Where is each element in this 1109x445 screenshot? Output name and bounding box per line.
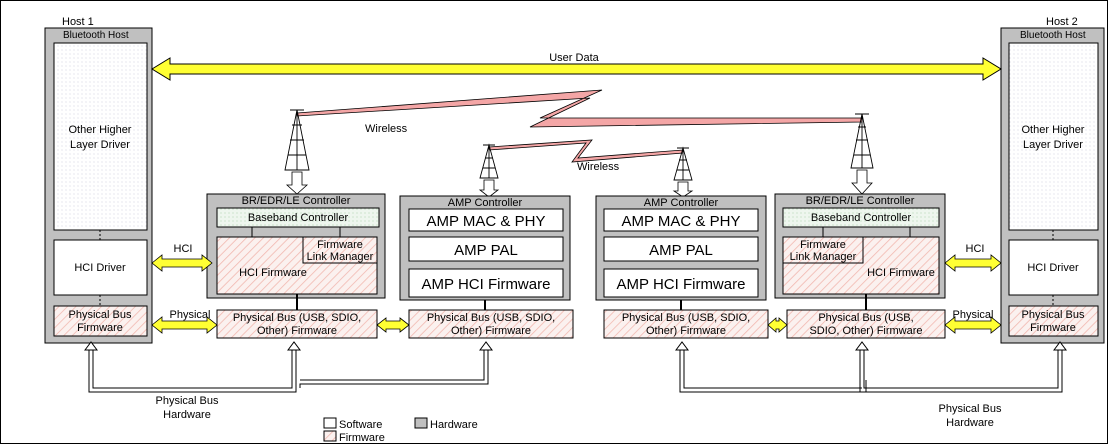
amp-right-hci-fw — [603, 268, 759, 298]
amp-right-bus-line1: Physical Bus (USB, SDIO, — [622, 312, 750, 324]
host2-driver-line2: Layer Driver — [1023, 139, 1083, 151]
host2-higher-layer-driver — [1008, 42, 1099, 231]
wireless-bolt-mid — [488, 139, 684, 163]
host1-hci-driver — [53, 239, 148, 296]
amp-right-bus-line2: Other) Firmware — [646, 325, 726, 337]
hci-left-label: HCI — [174, 243, 193, 255]
amp-right-pal-label: AMP PAL — [649, 242, 713, 259]
amp-right-pal — [603, 236, 759, 262]
bus-link-arrow — [767, 317, 788, 333]
amp-right-hci-fw-label: AMP HCI Firmware — [617, 276, 746, 293]
amp-right-title: AMP Controller — [644, 197, 719, 209]
bus-hw-right-line2: Hardware — [946, 417, 994, 429]
host2-title: Host 2 — [1046, 16, 1078, 28]
amp-left-bus-line1: Physical Bus (USB, SDIO, — [427, 312, 555, 324]
host1-bus-fw-line2: Firmware — [77, 322, 123, 334]
antenna-icon — [672, 146, 694, 198]
physical-left-arrow: Physical — [151, 309, 218, 334]
bredr-right-link-manager — [782, 236, 864, 264]
amp-left-pal — [408, 236, 564, 262]
bredr-left-bus-line1: Physical Bus (USB, SDIO, — [233, 312, 361, 324]
bredr-left-baseband-label: Baseband Controller — [248, 212, 349, 224]
host1-driver-line1: Other Higher — [69, 124, 132, 136]
bredr-left-hci-fw-label: HCI Firmware — [239, 267, 307, 279]
host2-bus-fw-line2: Firmware — [1030, 322, 1076, 334]
bredr-right-baseband-label: Baseband Controller — [811, 212, 912, 224]
bus-link-arrow — [376, 317, 410, 333]
legend-software-swatch — [323, 417, 337, 429]
bredr-left-lm-line2: Link Manager — [307, 251, 374, 263]
amp-right-controller: AMP Controller AMP MAC & PHY AMP PAL AMP… — [595, 195, 767, 310]
host2-hci-driver-label: HCI Driver — [1027, 262, 1079, 274]
user-data-arrow: User Data — [151, 52, 1002, 81]
wireless-mid-label: Wireless — [577, 161, 620, 173]
legend-firmware-label: Firmware — [339, 432, 385, 444]
bus-hardware-left: Physical Bus Hardware — [84, 341, 493, 421]
physical-left-label: Physical — [170, 309, 211, 321]
legend-software-label: Software — [339, 419, 382, 431]
host2: Host 2 Bluetooth Host Other Higher Layer… — [1000, 16, 1105, 344]
host1-hci-driver-label: HCI Driver — [74, 262, 126, 274]
bredr-left-baseband — [216, 207, 380, 228]
legend-hardware-label: Hardware — [430, 419, 478, 431]
amp-right-mac-phy-label: AMP MAC & PHY — [622, 213, 741, 230]
amp-left-title: AMP Controller — [448, 197, 523, 209]
amp-left-pal-label: AMP PAL — [454, 242, 518, 259]
antenna-icon — [284, 109, 310, 195]
bredr-right-lm-line1: Firmware — [800, 239, 846, 251]
amp-left-mac-phy — [408, 208, 564, 232]
host2-physical-bus-firmware — [1008, 305, 1099, 337]
bus-hardware-right: Physical Bus Hardware — [675, 341, 1067, 429]
antenna-icon — [850, 113, 874, 195]
physical-right-arrow: Physical — [944, 309, 1002, 334]
host2-bus-fw-line1: Physical Bus — [1022, 309, 1085, 321]
bredr-left-physical-bus — [216, 309, 378, 339]
bredr-right-physical-bus — [786, 309, 946, 339]
amp-right-mac-phy — [603, 208, 759, 232]
host1-driver-line2: Layer Driver — [70, 139, 130, 151]
bredr-right-lm-line2: Link Manager — [790, 251, 857, 263]
bredr-left-controller: BR/EDR/LE Controller Baseband Controller… — [206, 193, 386, 310]
host1-bluetooth-host-label: Bluetooth Host — [63, 30, 129, 41]
wireless-top-label: Wireless — [365, 123, 408, 135]
hci-right-label: HCI — [966, 243, 985, 255]
bredr-right-hci-fw-label: HCI Firmware — [867, 267, 935, 279]
amp-left-physical-bus — [408, 309, 574, 339]
wireless-bolt-top — [296, 89, 863, 128]
host1: Host 1 Bluetooth Host Other Higher Layer… — [44, 16, 153, 344]
legend: Software Hardware Firmware — [323, 417, 478, 444]
host1-higher-layer-driver — [53, 42, 148, 231]
host1-bus-fw-line1: Physical Bus — [69, 309, 132, 321]
host1-title: Host 1 — [62, 16, 94, 28]
amp-left-hci-fw — [408, 268, 564, 298]
amp-left-mac-phy-label: AMP MAC & PHY — [427, 213, 546, 230]
bredr-right-title: BR/EDR/LE Controller — [806, 195, 915, 207]
physical-right-label: Physical — [953, 309, 994, 321]
legend-firmware-swatch — [323, 430, 337, 442]
amp-right-physical-bus — [603, 309, 769, 339]
bus-hw-left-line1: Physical Bus — [156, 395, 219, 407]
hci-left-arrow: HCI — [151, 243, 213, 272]
bredr-right-controller: BR/EDR/LE Controller Baseband Controller… — [774, 193, 946, 310]
host2-bluetooth-host-label: Bluetooth Host — [1020, 30, 1086, 41]
bus-hw-left-line2: Hardware — [163, 409, 211, 421]
bredr-right-bus-line2: SDIO, Other) Firmware — [809, 325, 922, 337]
amp-left-bus-line2: Other) Firmware — [451, 325, 531, 337]
legend-hardware-swatch — [414, 417, 428, 429]
amp-left-hci-fw-label: AMP HCI Firmware — [422, 276, 551, 293]
host1-physical-bus-firmware — [53, 305, 148, 337]
bredr-right-baseband — [782, 207, 940, 228]
bredr-right-bus-line1: Physical Bus (USB, — [818, 312, 913, 324]
host2-driver-line1: Other Higher — [1022, 124, 1085, 136]
antenna-icon — [478, 143, 500, 198]
user-data-label: User Data — [549, 52, 599, 64]
bredr-left-lm-line1: Firmware — [317, 239, 363, 251]
bredr-left-bus-line2: Other) Firmware — [257, 325, 337, 337]
bredr-left-title: BR/EDR/LE Controller — [242, 195, 351, 207]
hci-right-arrow: HCI — [944, 243, 1002, 272]
bus-hw-right-line1: Physical Bus — [939, 403, 1002, 415]
amp-left-controller: AMP Controller AMP MAC & PHY AMP PAL AMP… — [399, 195, 571, 310]
